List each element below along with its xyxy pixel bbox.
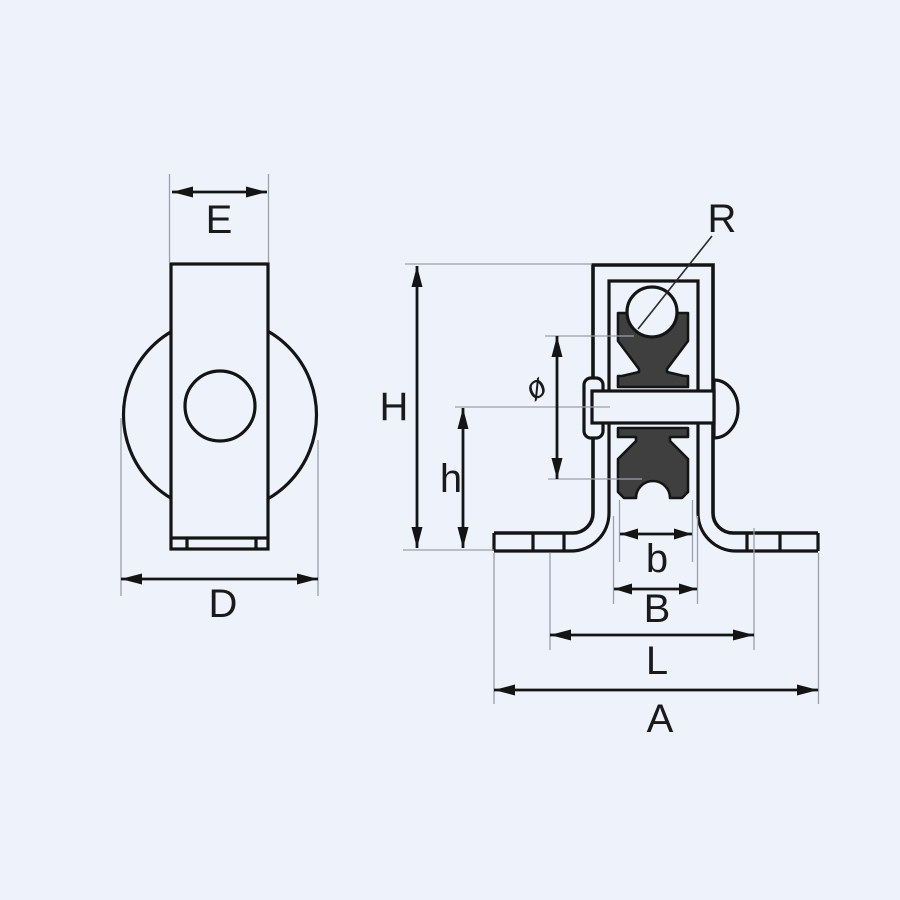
dimension-h: h [440,408,469,548]
wheel-section-lower [616,426,690,500]
label-b: b [646,537,668,581]
label-D: D [209,582,238,626]
label-H: H [380,385,409,429]
label-groove-diameter: ø [517,367,554,408]
reference-lines [403,263,642,551]
dimension-R: R [637,197,737,330]
axle-hole [183,369,257,443]
label-L: L [646,639,668,683]
dimension-H: H [380,266,423,548]
label-h: h [440,457,462,501]
bracket-inner-contour [494,279,818,553]
dimension-E: E [168,174,270,262]
dimension-L: L [549,528,755,683]
side-view [121,262,319,551]
dimension-B: B [612,516,699,631]
bracket-outer-contour [494,263,818,535]
front-view [492,263,820,553]
dimension-A: A [493,553,820,741]
label-R: R [708,197,737,241]
dimension-D: D [120,418,319,626]
radius-leader-line [637,235,713,330]
dimension-b: b [618,500,694,581]
label-E: E [206,198,233,242]
axle-bar [590,389,716,425]
axle-right-cap [712,378,740,440]
label-B: B [644,587,671,631]
label-A: A [647,697,674,741]
